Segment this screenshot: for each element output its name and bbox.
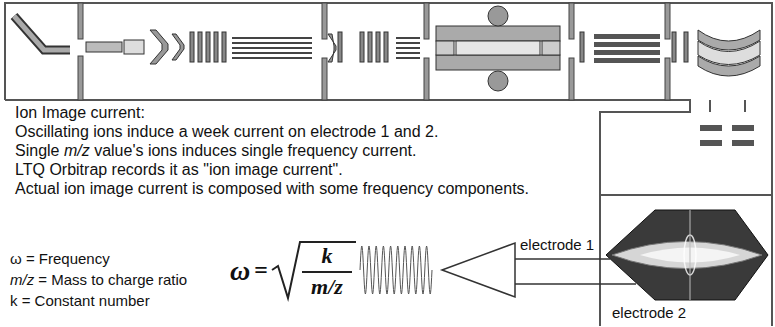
legend-text: k = Constant number — [10, 292, 150, 309]
formula-symbol: m/z — [311, 274, 343, 299]
note-text: Oscillating ions induce a week current o… — [15, 123, 438, 141]
electrode-label: electrode 2 — [612, 304, 686, 321]
note-heading: Ion Image current: — [15, 104, 145, 122]
note-text: Single m/z value's ions induces single f… — [15, 142, 417, 160]
legend-text: ω = Frequency — [10, 250, 110, 267]
note-text: LTQ Orbitrap records it as "ion image cu… — [15, 161, 343, 179]
note-text: Actual ion image current is composed wit… — [15, 180, 529, 198]
formula-symbol: k — [322, 243, 333, 268]
formula-symbol: = — [254, 257, 268, 285]
electrode-label: electrode 1 — [520, 236, 594, 253]
legend-text: m/z = Mass to charge ratio — [10, 271, 187, 288]
formula-symbol: ω — [230, 255, 250, 287]
